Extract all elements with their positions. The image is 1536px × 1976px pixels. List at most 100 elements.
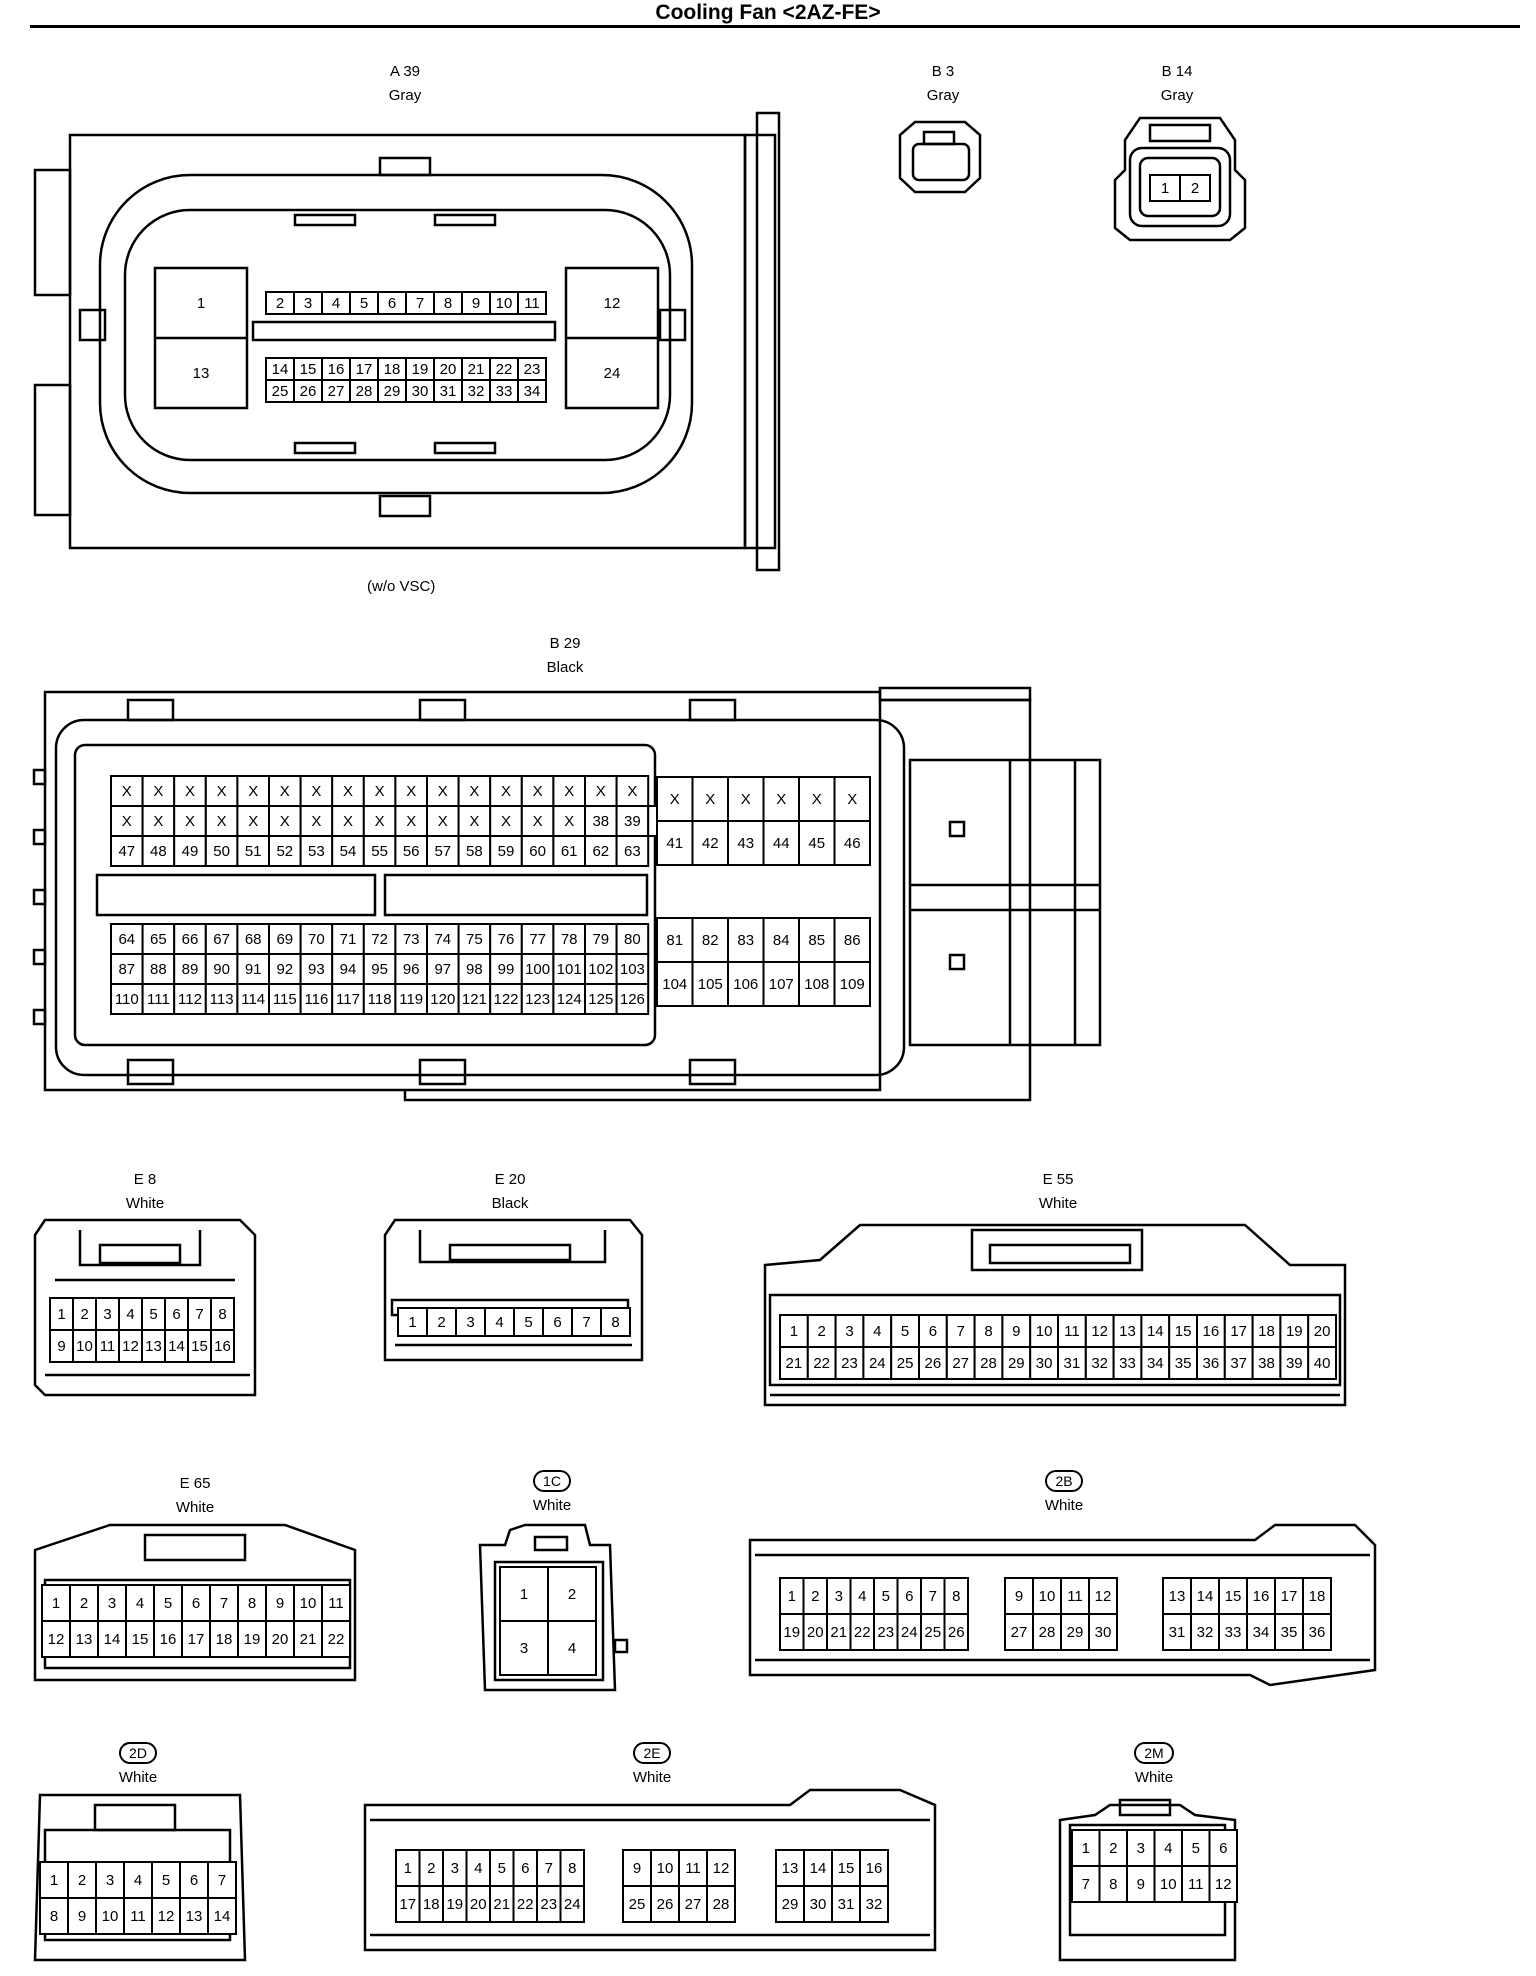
2E-pin-label: 8	[568, 1860, 576, 1877]
2B-pin-label: 25	[924, 1624, 941, 1641]
B29-pin-label: X	[776, 791, 786, 808]
label-B29: B 29 Black	[520, 632, 610, 680]
2B-pin-label: 16	[1253, 1588, 1270, 1605]
B29-pin-label: X	[812, 791, 822, 808]
1C-pin-label: 4	[568, 1640, 576, 1657]
B29-pin-cell	[615, 983, 650, 1015]
B29-pin-label: X	[153, 783, 163, 800]
E55-pin-label: 11	[1064, 1323, 1080, 1340]
E65-pin-cell	[265, 1584, 295, 1622]
B29-pin-cell	[798, 917, 836, 963]
label-E8: E 8 White	[105, 1168, 185, 1216]
B29-pin-label: 97	[434, 961, 451, 978]
E8-pin-label: 15	[191, 1338, 208, 1355]
E55-pin-label: 5	[901, 1323, 909, 1340]
B29-pin-label: 67	[213, 931, 230, 948]
A39-pin-cell	[517, 379, 547, 403]
E65-pin-label: 17	[188, 1631, 205, 1648]
2B-pin-label: 10	[1039, 1588, 1056, 1605]
B29-pin-label: 50	[213, 843, 230, 860]
code-2M: 2M	[1134, 1742, 1174, 1764]
B29-pin-label: 73	[403, 931, 420, 948]
B29-pin-label: 106	[733, 976, 758, 993]
E55-pin-label: 9	[1012, 1323, 1020, 1340]
B29-pin-cell	[691, 820, 729, 866]
B29-pin-label: 101	[557, 961, 582, 978]
2E-pin-label: 22	[517, 1896, 534, 1913]
E55-pin-cell	[1251, 1346, 1282, 1380]
2E-pin-label: 16	[866, 1860, 883, 1877]
E8-pin-label: 9	[57, 1338, 65, 1355]
B29-pin-label: 66	[182, 931, 199, 948]
E65-pin-cell	[69, 1620, 99, 1658]
2E-pin-label: 5	[498, 1860, 506, 1877]
2B-pin-label: 36	[1309, 1624, 1326, 1641]
2E-pin-label: 2	[427, 1860, 435, 1877]
A39-pin-label: 11	[524, 295, 540, 312]
E55-pin-cell	[1223, 1314, 1254, 1348]
A39-pin-label: 16	[328, 361, 345, 378]
2B-pin-label: 13	[1169, 1588, 1186, 1605]
B29-pin-cell	[762, 961, 800, 1007]
E65-pin-label: 7	[220, 1595, 228, 1612]
B29-pin-cell	[236, 835, 270, 867]
B29-pin-label: 60	[529, 843, 546, 860]
E55-pin-label: 14	[1147, 1323, 1164, 1340]
2B-pin-label: 26	[948, 1624, 965, 1641]
B29-pin-label: 114	[241, 991, 265, 1008]
E55-pin-cell	[1251, 1314, 1282, 1348]
B29-pin-label: X	[343, 813, 353, 830]
B29-pin-label: 61	[561, 843, 578, 860]
B29-pin-label: 41	[666, 835, 683, 852]
B29-pin-label: 100	[525, 961, 550, 978]
2B-pin-label: 32	[1197, 1624, 1214, 1641]
B29-pin-label: X	[501, 813, 511, 830]
B29-pin-cell	[173, 805, 207, 837]
A39-pin-cell	[517, 291, 547, 315]
B29-pin-label: 125	[588, 991, 613, 1008]
A39-pin-label: 22	[496, 361, 513, 378]
A39-pin-label: 31	[440, 383, 457, 400]
B29-pin-label: X	[438, 813, 448, 830]
E20-pin-label: 8	[611, 1314, 619, 1331]
E65-pin-label: 2	[80, 1595, 88, 1612]
2B-pin-cell	[1218, 1577, 1248, 1615]
2E-pin-label: 32	[866, 1896, 883, 1913]
2D-pin-label: 10	[102, 1908, 119, 1925]
B29-pin-label: 119	[399, 991, 423, 1008]
B29-pin-cell	[552, 923, 587, 955]
B29-pin-cell	[110, 983, 144, 1015]
B29-pin-cell	[584, 835, 618, 867]
B29-pin-label: 56	[403, 843, 420, 860]
B29-pin-label: 57	[434, 843, 451, 860]
1C-pin-cell	[547, 1620, 597, 1676]
B29-pin-label: 70	[308, 931, 325, 948]
E8-pin-label: 8	[218, 1306, 226, 1323]
E55-pin-label: 37	[1230, 1355, 1247, 1372]
B29-pin-label: X	[375, 783, 385, 800]
2B-pin-cell	[1088, 1613, 1118, 1651]
E65-pin-cell	[153, 1620, 183, 1658]
E55-pin-label: 34	[1147, 1355, 1164, 1372]
B29-pin-cell	[236, 775, 270, 807]
B29-pin-label: 113	[210, 991, 234, 1008]
E55-pin-cell	[862, 1346, 893, 1380]
B29-pin-cell	[520, 983, 555, 1015]
A39-pin-label: 18	[384, 361, 401, 378]
A39-pin-label: 14	[272, 361, 289, 378]
B29-pin-label: 89	[182, 961, 199, 978]
E55-pin-label: 38	[1258, 1355, 1275, 1372]
2B-pin-label: 14	[1197, 1588, 1214, 1605]
B29-pin-label: X	[705, 791, 715, 808]
B29-pin-label: 104	[662, 976, 687, 993]
B29-pin-label: 124	[557, 991, 582, 1008]
2B-pin-cell	[943, 1613, 969, 1651]
B29-pin-label: 77	[529, 931, 546, 948]
2D-pin-label: 6	[190, 1872, 198, 1889]
E55-pin-cell	[1223, 1346, 1254, 1380]
code-B29: B 29	[549, 635, 581, 652]
B29-pin-label: X	[670, 791, 680, 808]
E55-pin-label: 22	[813, 1355, 830, 1372]
E55-pin-label: 3	[845, 1323, 853, 1340]
